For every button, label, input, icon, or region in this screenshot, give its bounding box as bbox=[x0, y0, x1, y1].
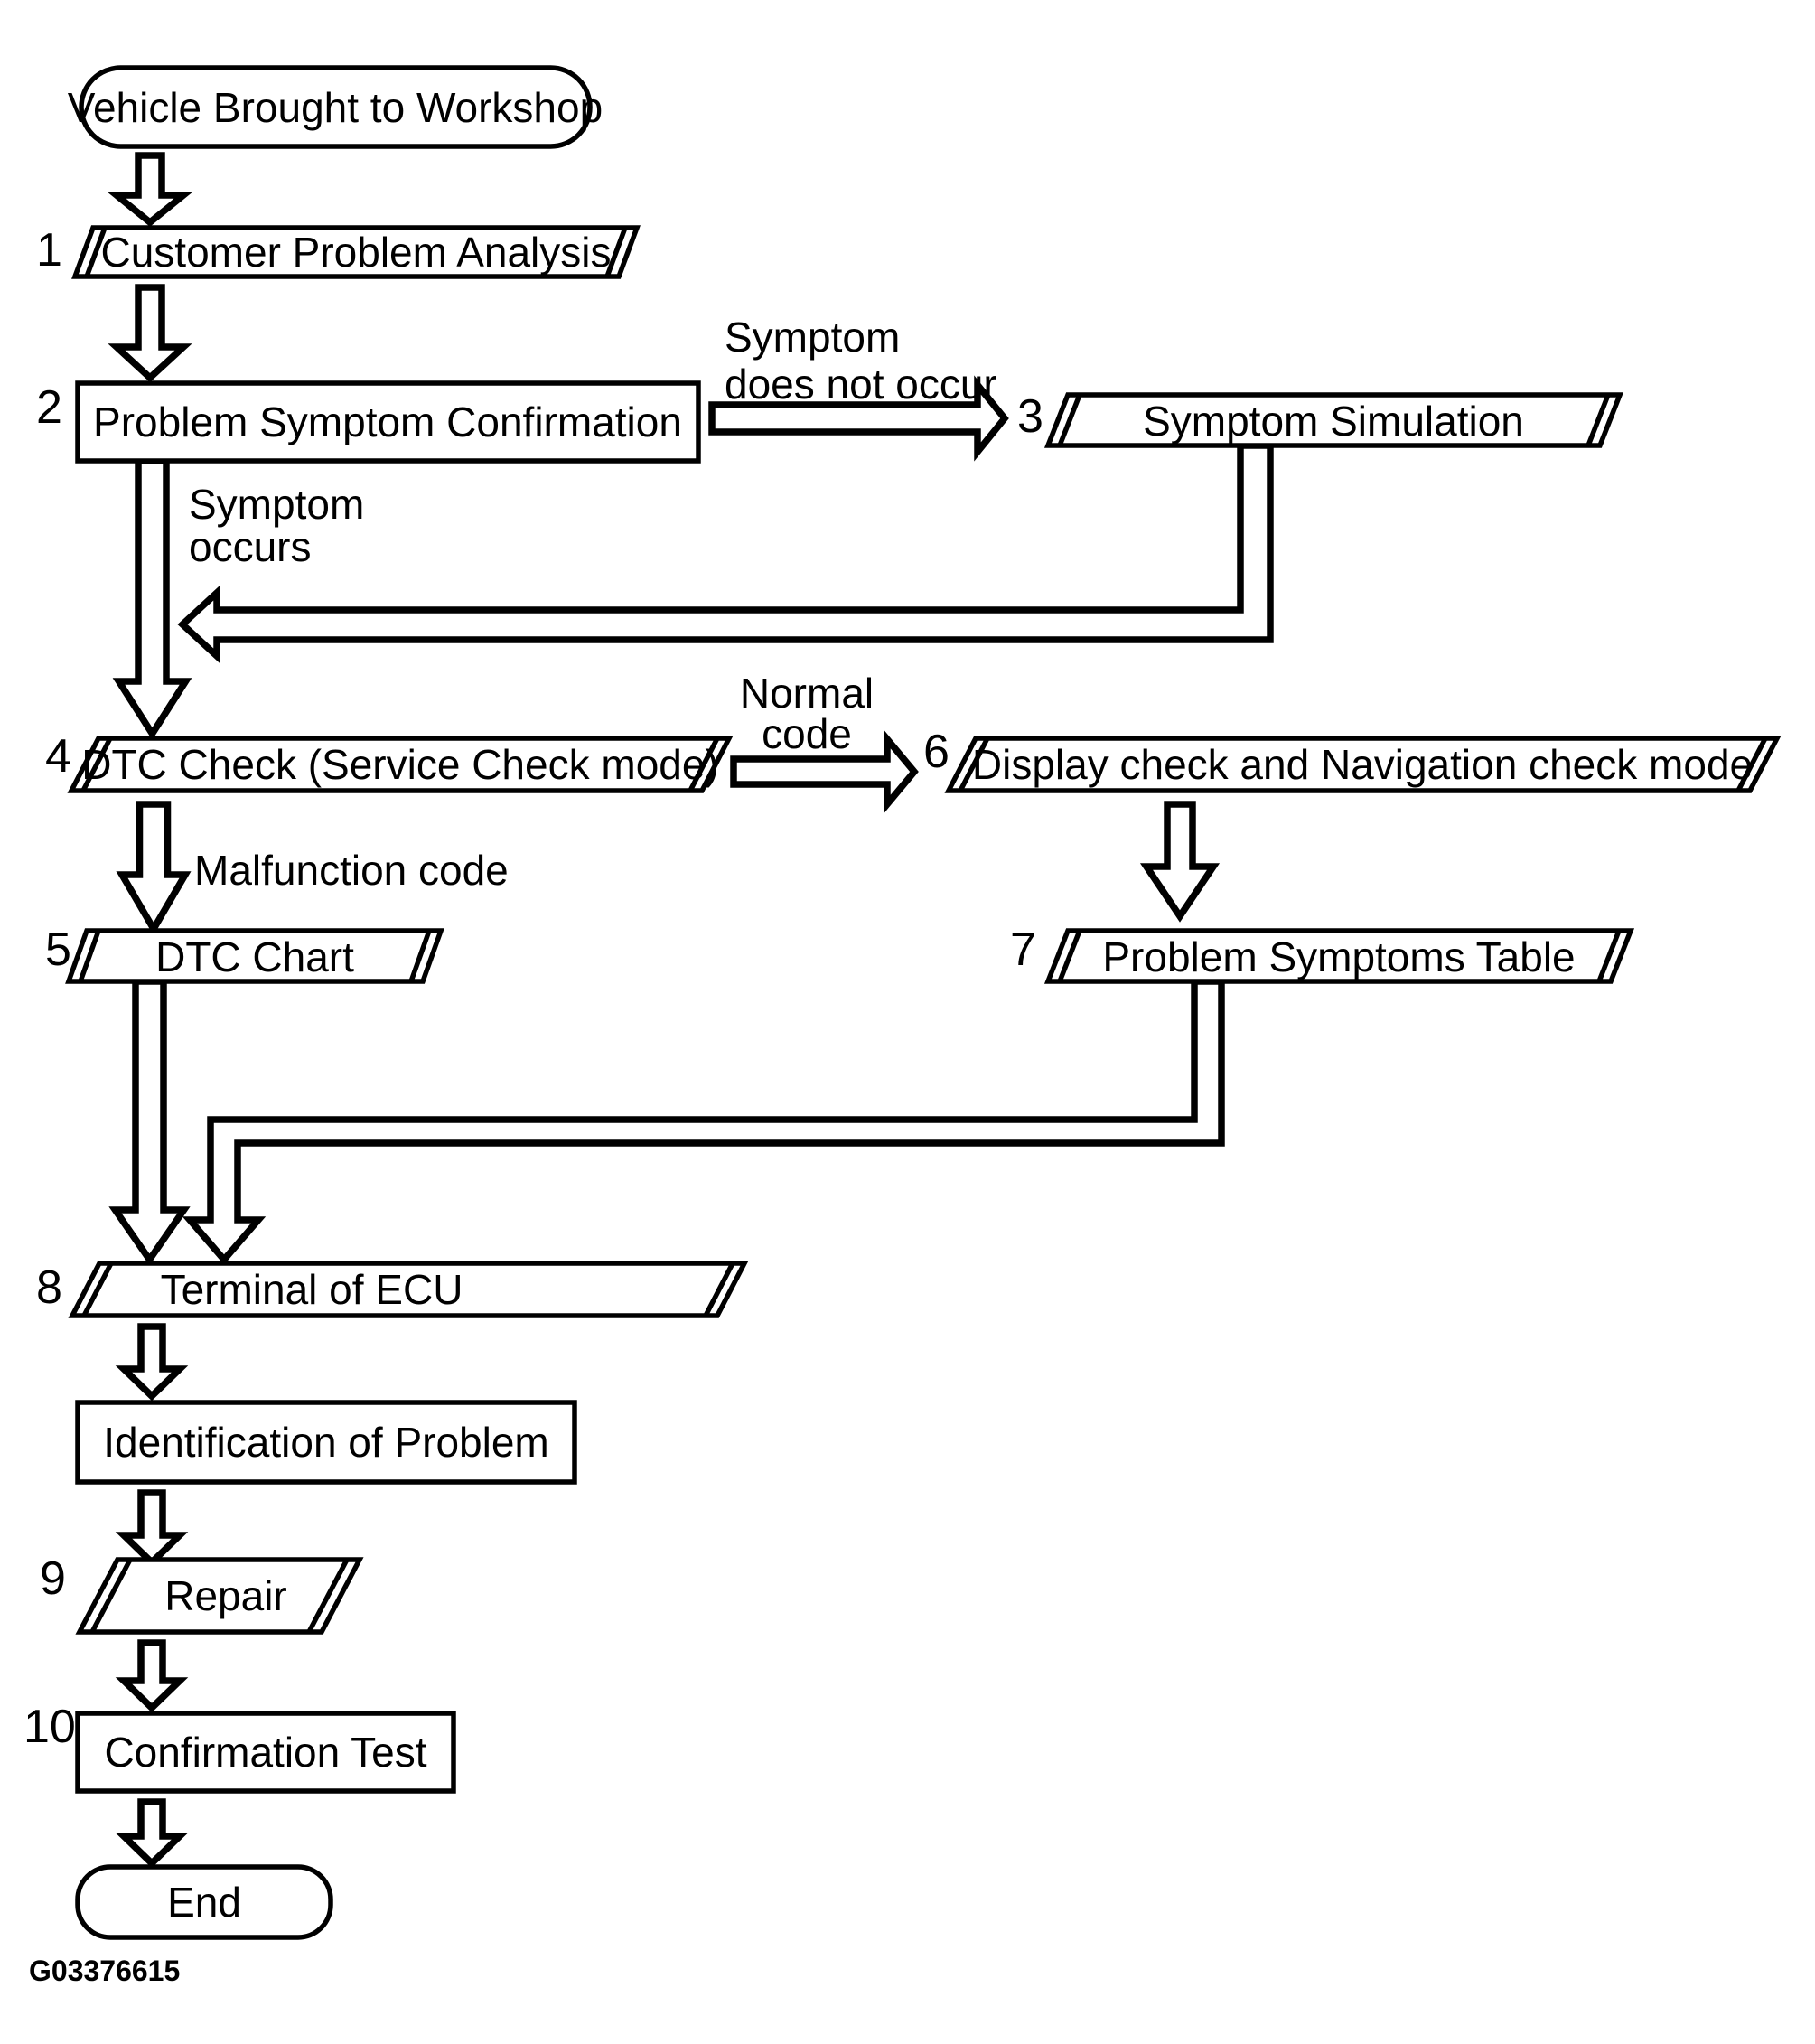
node-5-slash-marks bbox=[78, 930, 432, 982]
node-7-parallelogram bbox=[1043, 928, 1635, 984]
node-4-parallelogram bbox=[67, 736, 734, 793]
arrow-2-to-3 bbox=[708, 375, 1009, 462]
node-7-slash-marks bbox=[1057, 929, 1622, 983]
node-7-label: Problem Symptoms Table bbox=[1102, 933, 1575, 980]
node-3-slash-marks bbox=[1057, 393, 1611, 447]
label-symptom-occurs-line2: occurs bbox=[189, 523, 311, 570]
arrow-9-to-10 bbox=[115, 1639, 189, 1713]
arrow-identification-to-9 bbox=[115, 1489, 189, 1568]
end-label: End bbox=[167, 1879, 241, 1926]
connector-7-to-8-elbow bbox=[182, 978, 1225, 1265]
node-9-label: Repair bbox=[164, 1572, 287, 1619]
node-2-label: Problem Symptom Confirmation bbox=[93, 398, 682, 445]
label-symptom-does-not-occur-line2: does not occur bbox=[725, 361, 997, 408]
node-6-slash-marks bbox=[958, 736, 1768, 792]
step-number-3: 3 bbox=[1017, 390, 1043, 443]
figure-code: G03376615 bbox=[29, 1955, 180, 1987]
label-symptom-does-not-occur-line1: Symptom bbox=[725, 314, 900, 361]
node-1-parallelogram bbox=[71, 225, 641, 279]
node-9-slash-marks bbox=[89, 1558, 350, 1634]
arrow-5-to-8 bbox=[108, 978, 191, 1266]
node-4-slash-marks bbox=[80, 736, 720, 792]
node-9-parallelogram bbox=[75, 1557, 364, 1635]
label-normal-code-line2: code bbox=[762, 710, 852, 757]
step-number-6: 6 bbox=[923, 726, 950, 778]
arrow-2-to-4 bbox=[112, 457, 192, 740]
label-symptom-occurs-line1: Symptom bbox=[189, 481, 364, 528]
node-3-label: Symptom Simulation bbox=[1143, 398, 1524, 445]
step-number-1: 1 bbox=[36, 224, 62, 277]
node-6-parallelogram bbox=[944, 736, 1782, 793]
node-10-label: Confirmation Test bbox=[104, 1729, 426, 1776]
node-1-label: Customer Problem Analysis bbox=[101, 229, 612, 276]
node-8-label: Terminal of ECU bbox=[161, 1266, 463, 1313]
arrow-start-to-1 bbox=[107, 152, 193, 227]
step-number-8: 8 bbox=[36, 1261, 62, 1314]
arrow-6-to-7 bbox=[1139, 801, 1221, 923]
start-label: Vehicle Brought to Workshop bbox=[68, 84, 603, 131]
node-10-rect bbox=[75, 1711, 456, 1794]
node-5-label: DTC Chart bbox=[155, 933, 354, 980]
step-number-4: 4 bbox=[45, 730, 71, 783]
step-number-5: 5 bbox=[45, 924, 71, 976]
node-6-label: Display check and Navigation check mode bbox=[972, 741, 1753, 788]
end-terminator bbox=[75, 1864, 333, 1940]
step-number-2: 2 bbox=[36, 381, 62, 434]
start-terminator bbox=[79, 65, 593, 149]
node-8-parallelogram bbox=[68, 1261, 749, 1318]
connector-3-return-elbow bbox=[177, 442, 1274, 664]
identification-label: Identification of Problem bbox=[103, 1419, 549, 1466]
arrow-4-to-5 bbox=[116, 801, 192, 936]
arrow-4-to-6 bbox=[730, 729, 919, 814]
label-malfunction-code: Malfunction code bbox=[194, 847, 509, 894]
node-8-slash-marks bbox=[81, 1261, 735, 1317]
label-normal-code-line1: Normal bbox=[740, 670, 874, 717]
node-4-label: DTC Check (Service Check mode) bbox=[81, 741, 719, 788]
step-number-7: 7 bbox=[1010, 924, 1036, 976]
arrow-10-to-end bbox=[115, 1798, 189, 1869]
arrow-1-to-2 bbox=[108, 284, 192, 383]
node-1-slash-marks bbox=[84, 227, 628, 277]
step-number-9: 9 bbox=[40, 1552, 66, 1605]
node-3-parallelogram bbox=[1043, 392, 1624, 448]
step-number-10: 10 bbox=[23, 1701, 76, 1753]
arrow-8-to-identification bbox=[115, 1323, 189, 1402]
node-2-rect bbox=[75, 380, 701, 464]
node-5-parallelogram bbox=[65, 928, 444, 984]
identification-rect bbox=[75, 1400, 577, 1485]
